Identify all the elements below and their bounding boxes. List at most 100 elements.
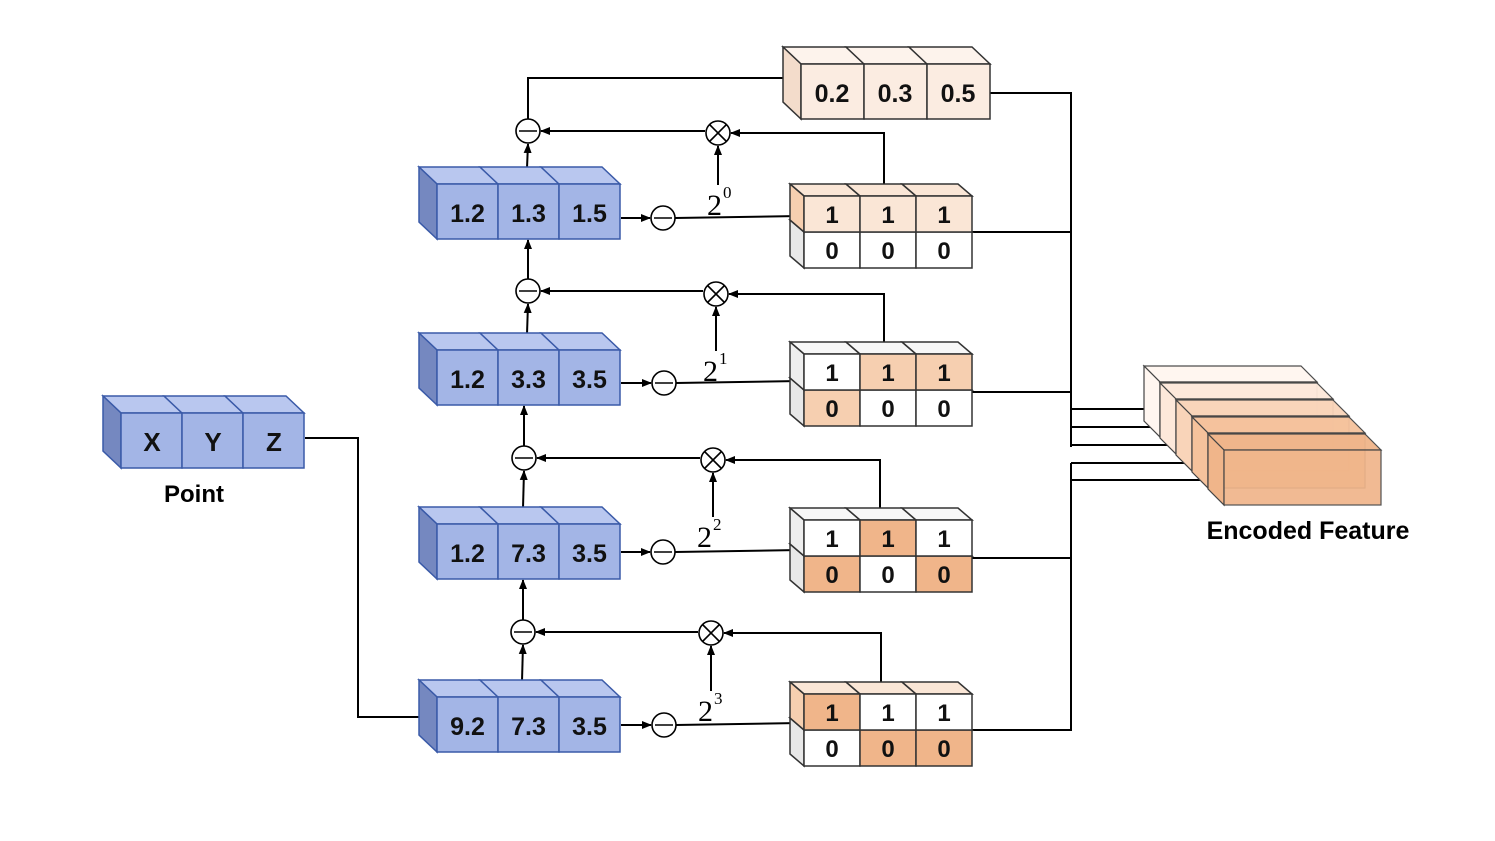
cube-front-face xyxy=(926,63,991,120)
cube-front-face xyxy=(497,523,560,580)
cube-front-face xyxy=(859,195,917,233)
cube-front-face xyxy=(497,696,560,753)
row-to-upper-subtract xyxy=(518,644,527,682)
value-cell: 3.5 xyxy=(572,540,607,568)
cube-front-face xyxy=(859,555,917,593)
point-cell-x: X xyxy=(143,427,161,457)
bit-cell: 0 xyxy=(825,736,838,763)
value-cell: 3.5 xyxy=(572,366,607,394)
bit-cell: 1 xyxy=(825,526,838,553)
bit-cell: 1 xyxy=(937,700,950,727)
cube-front-face xyxy=(859,353,917,391)
value-cell: 9.2 xyxy=(450,713,485,741)
value-cell: 7.3 xyxy=(511,713,546,741)
value-row-0 xyxy=(417,165,622,241)
bit-cell: 0 xyxy=(881,562,894,589)
cube-front-face xyxy=(436,696,499,753)
power-base: 2 xyxy=(703,355,718,388)
power-exponent: 2 xyxy=(713,515,722,534)
value-row-2 xyxy=(417,505,622,581)
cube-front-face xyxy=(915,555,973,593)
power-base: 2 xyxy=(698,695,713,728)
cube-front-face xyxy=(558,183,621,240)
subtract-to-bits-connector xyxy=(675,719,801,728)
subtract-op-up-1 xyxy=(515,278,541,304)
bits-to-multiply xyxy=(728,290,885,342)
cube-front-face xyxy=(915,519,973,557)
cube-front-face xyxy=(803,353,861,391)
cube-front-face xyxy=(803,693,861,731)
residual-cell: 0.3 xyxy=(878,80,913,108)
bits-out-3 xyxy=(972,463,1072,731)
bit-cell: 0 xyxy=(881,736,894,763)
point-label: Point xyxy=(164,481,224,508)
multiply-op-3 xyxy=(698,620,724,646)
point-cell-z: Z xyxy=(266,427,282,457)
value-cell: 1.2 xyxy=(450,200,485,228)
subtract-op-up-3 xyxy=(510,619,536,645)
cube-front-face xyxy=(497,183,560,240)
cube-front-face xyxy=(803,195,861,233)
power-exponent: 0 xyxy=(723,183,732,202)
power-base: 2 xyxy=(697,521,712,554)
value-cell: 1.5 xyxy=(572,200,607,228)
row-to-upper-subtract xyxy=(523,303,532,335)
feature-layer-4 xyxy=(1206,432,1383,507)
bit-cell: 1 xyxy=(937,526,950,553)
cube-front-face xyxy=(859,519,917,557)
bit-cell: 1 xyxy=(937,360,950,387)
power-base: 2 xyxy=(707,189,722,222)
bits-to-multiply xyxy=(725,456,881,508)
bit-cell: 0 xyxy=(937,736,950,763)
bit-cell: 1 xyxy=(825,202,838,229)
cube-front-face xyxy=(558,696,621,753)
residual-cell: 0.5 xyxy=(941,80,976,108)
connector-lines xyxy=(305,74,1220,731)
value-cell: 3.3 xyxy=(511,366,546,394)
multiply-op-0 xyxy=(705,120,731,146)
subtract-to-bits-connector xyxy=(675,377,801,386)
value-cell: 3.5 xyxy=(572,713,607,741)
bits-out-2 xyxy=(972,463,1072,559)
bit-cell: 1 xyxy=(825,360,838,387)
bit-cell: 1 xyxy=(825,700,838,727)
cube-front-face xyxy=(915,389,973,427)
point-to-row-connector xyxy=(305,437,435,721)
residual-cubes xyxy=(781,45,992,121)
multiply-op-2 xyxy=(700,447,726,473)
row-to-upper-subtract xyxy=(523,143,532,169)
cube-front-face xyxy=(497,349,560,406)
multiply-op-1 xyxy=(703,281,729,307)
bit-cell: 1 xyxy=(881,526,894,553)
bit-cell: 0 xyxy=(937,396,950,423)
residual-out xyxy=(990,92,1072,447)
power-exponent: 1 xyxy=(719,349,728,368)
value-cell: 7.3 xyxy=(511,540,546,568)
cube-front-face xyxy=(558,523,621,580)
residual-cell: 0.2 xyxy=(815,80,850,108)
subtract-to-bits-connector xyxy=(674,546,801,555)
encoded-feature-stack xyxy=(1142,364,1383,507)
cube-front-face xyxy=(915,729,973,767)
bit-cell: 1 xyxy=(881,202,894,229)
bit-row-top-2 xyxy=(787,506,975,558)
cube-front-face xyxy=(863,63,928,120)
value-cell: 1.3 xyxy=(511,200,546,228)
value-row-3 xyxy=(417,678,622,754)
subtract-op-right-3 xyxy=(651,712,677,738)
subtract-op-right-1 xyxy=(651,370,677,396)
bits-to-multiply xyxy=(723,629,882,682)
bit-cell: 0 xyxy=(825,238,838,265)
bit-cell: 0 xyxy=(937,562,950,589)
value-cell: 1.2 xyxy=(450,366,485,394)
bit-cell: 0 xyxy=(825,396,838,423)
cube-front-face xyxy=(558,349,621,406)
subtract-to-residual xyxy=(527,74,799,119)
